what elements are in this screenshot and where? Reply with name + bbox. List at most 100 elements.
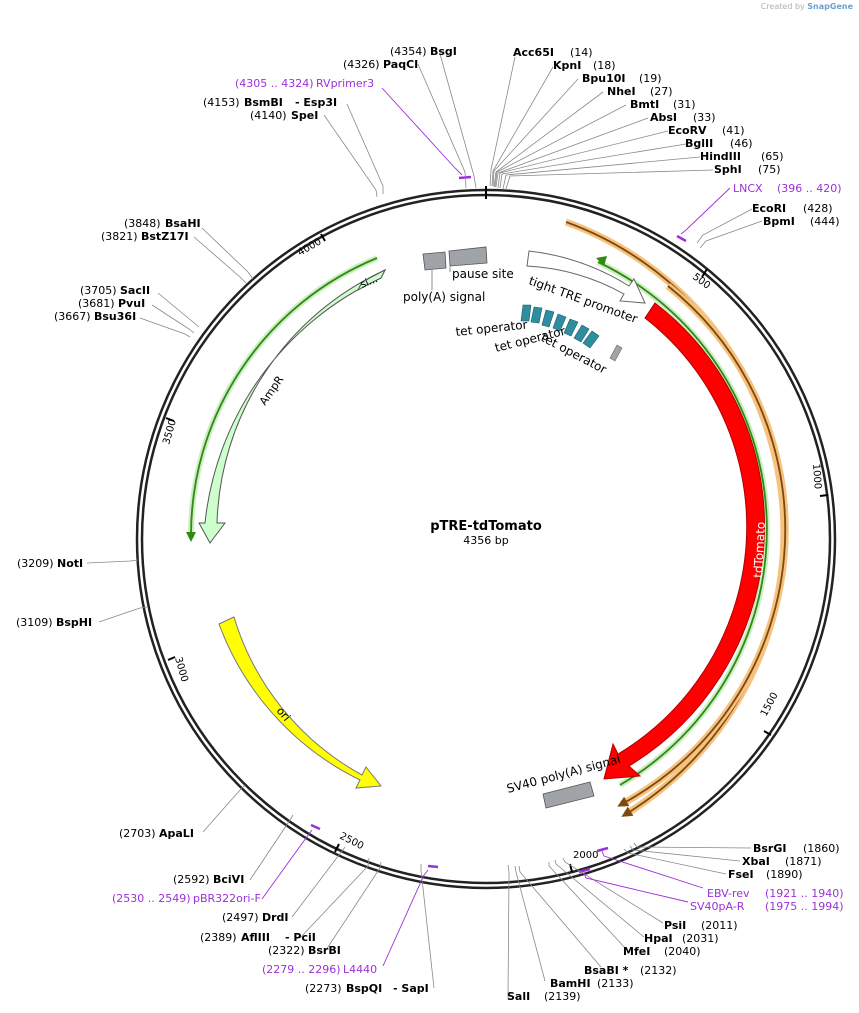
enzyme-name-bsmbi: BsmBI [244,96,283,109]
enzyme-name-acc65i: Acc65I [513,46,554,59]
enzyme-pos-ecori: (428) [803,202,833,215]
enzyme-pos-bstz17i: (3821) [101,230,138,243]
enzyme-name-sali: SalI [507,990,530,1003]
enzyme-pos-sphi: (75) [758,163,781,176]
ori-arrow [218,616,382,789]
pause-site-label: pause site [452,267,514,281]
tick-2000: 2000 [573,850,598,861]
enzyme-pos-bspqi: (2273) [305,982,342,995]
enzyme-alt-pcii: - PciI [285,931,316,944]
enzyme-name-ecorv: EcoRV [668,124,707,137]
tick-3000: 3000 [172,656,190,683]
primer-name-lncx: LNCX [733,182,763,195]
enzyme-pos-bsabi: (2132) [640,964,677,977]
tick-1500: 1500 [759,691,781,719]
primer-name-sv40par: SV40pA-R [690,900,745,913]
enzyme-pos-hpai: (2031) [682,932,719,945]
enzyme-pos-sacii: (3705) [80,284,117,297]
enzyme-pos-bsphi: (3109) [16,616,53,629]
credit-prefix: Created by [760,2,805,11]
enzyme-name-bspqi: BspQI [346,982,382,995]
enzyme-pos-bcivi: (2592) [173,873,210,886]
orange-feature-inner-line [617,285,787,807]
enzyme-pos-afliii: (2389) [200,931,237,944]
enzyme-pos-xbai: (1871) [785,855,822,868]
enzyme-name-kpni: KpnI [553,59,581,72]
tight-tre-promoter-arrow [526,250,646,304]
enzyme-name-bsahi: BsaHI [165,217,201,230]
enzyme-name-bsgi: BsgI [430,45,457,58]
position-ticks [165,233,829,873]
enzyme-pos-ecorv: (41) [722,124,745,137]
enzyme-pos-sali: (2139) [544,990,581,1003]
enzyme-name-psii: PsiI [664,919,686,932]
enzyme-pos-paqci: (4326) [343,58,380,71]
enzyme-pos-absi: (33) [693,111,716,124]
ampr-arrow [198,268,387,544]
enzyme-name-bsu36i: Bsu36I [94,310,136,323]
signal-peptide-segment [356,268,387,292]
enzyme-name-noti: NotI [57,557,83,570]
enzyme-pos-psii: (2011) [701,919,738,932]
enzyme-pos-acc65i: (14) [570,46,593,59]
enzyme-pos-nhei: (27) [650,85,673,98]
enzyme-pos-bpmi: (444) [810,215,840,228]
enzyme-name-bglii: BglII [685,137,713,150]
enzyme-pos-bmti: (31) [673,98,696,111]
enzyme-name-afliii: AflIII [241,931,270,944]
primer-marks [310,175,687,874]
tick-3500: 3500 [161,418,179,445]
enzyme-name-sphi: SphI [714,163,742,176]
enzyme-pos-bsmbi: (4153) [203,96,240,109]
enzyme-pos-pvui: (3681) [78,297,115,310]
primer-range-sv40par: (1975 .. 1994) [765,900,844,913]
primer-name-rvprimer3: RVprimer3 [316,77,374,90]
enzyme-name-bsrbi: BsrBI [308,944,341,957]
enzyme-name-pvui: PvuI [118,297,145,310]
enzyme-pos-mfei: (2040) [664,945,701,958]
tet-operator-small-block [609,344,623,362]
green-feature-right-line [597,261,768,786]
tick-1000: 1000 [810,463,823,489]
ampr-green-line [190,257,378,539]
ampr-green-arrowhead [186,532,196,542]
enzyme-name-bsabi: BsaBI * [584,964,629,977]
snapgene-logo: SnapGene [807,2,853,11]
enzyme-name-spei: SpeI [291,109,318,122]
primer-connector-lines [261,87,731,967]
enzyme-name-hindiii: HindIII [700,150,741,163]
enzyme-pos-bglii: (46) [730,137,753,150]
enzyme-pos-noti: (3209) [17,557,54,570]
tick-2500: 2500 [338,831,366,852]
enzyme-name-ecori: EcoRI [752,202,786,215]
tdtomato-label: tdTomato [751,521,768,578]
polya-signal-block [422,251,447,271]
enzyme-name-bpmi: BpmI [763,215,795,228]
tick-500: 500 [690,272,712,292]
enzyme-name-bsphi: BspHI [56,616,92,629]
enzyme-name-paqci: PaqCI [383,58,418,71]
enzyme-name-bpu10i: Bpu10I [582,72,626,85]
enzyme-name-absi: AbsI [650,111,677,124]
enzyme-name-xbai: XbaI [742,855,770,868]
site-connector-lines [86,53,763,999]
enzyme-pos-kpni: (18) [593,59,616,72]
enzyme-name-drdi: DrdI [262,911,289,924]
sv40-polya-block [542,781,595,809]
green-feature-right-arrowhead [596,256,607,266]
primer-range-pbr322: (2530 .. 2549) [112,892,191,905]
primer-range-ebvrev: (1921 .. 1940) [765,887,844,900]
enzyme-pos-bamhi: (2133) [597,977,634,990]
plasmid-size: 4356 bp [463,534,508,547]
enzyme-name-bcivi: BciVI [213,873,244,886]
enzyme-alt-esp3i: - Esp3I [295,96,337,109]
enzyme-pos-bsgi: (4354) [390,45,427,58]
enzyme-pos-bsrbi: (2322) [268,944,305,957]
enzyme-name-bmti: BmtI [630,98,659,111]
enzyme-name-hpai: HpaI [644,932,673,945]
primer-range-rvprimer3: (4305 .. 4324) [235,77,314,90]
enzyme-pos-apali: (2703) [119,827,156,840]
enzyme-name-apali: ApaLI [159,827,194,840]
pause-site-block [448,246,488,267]
